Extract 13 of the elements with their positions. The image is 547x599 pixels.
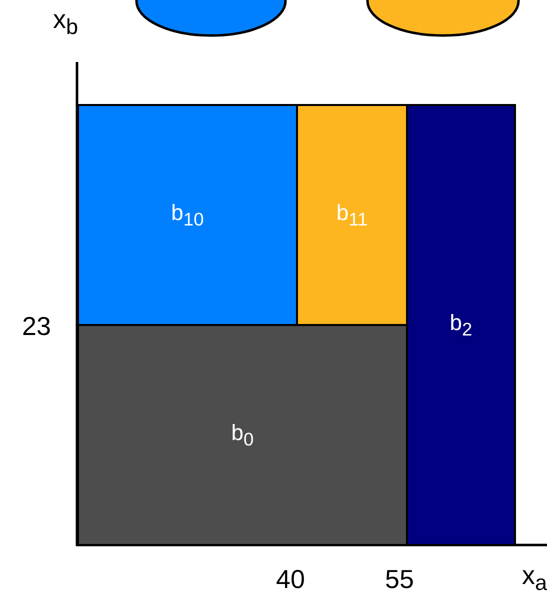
tick-label: 55 xyxy=(385,564,414,595)
axis-label: x$_{b}$ xyxy=(53,4,78,40)
partition-region xyxy=(77,104,298,326)
partition-region xyxy=(406,104,516,546)
partition-region xyxy=(77,324,408,546)
axis-label: x$_{a}$ xyxy=(522,560,547,596)
tick-label: 40 xyxy=(276,564,305,595)
region-label: b$_{0}$ xyxy=(231,420,254,450)
region-label: b$_{11}$ xyxy=(336,200,368,230)
region-label: b$_{10}$ xyxy=(171,200,204,230)
tick-label: 23 xyxy=(22,311,51,342)
region-label: b$_{2}$ xyxy=(450,310,472,340)
partition-region xyxy=(296,104,408,326)
